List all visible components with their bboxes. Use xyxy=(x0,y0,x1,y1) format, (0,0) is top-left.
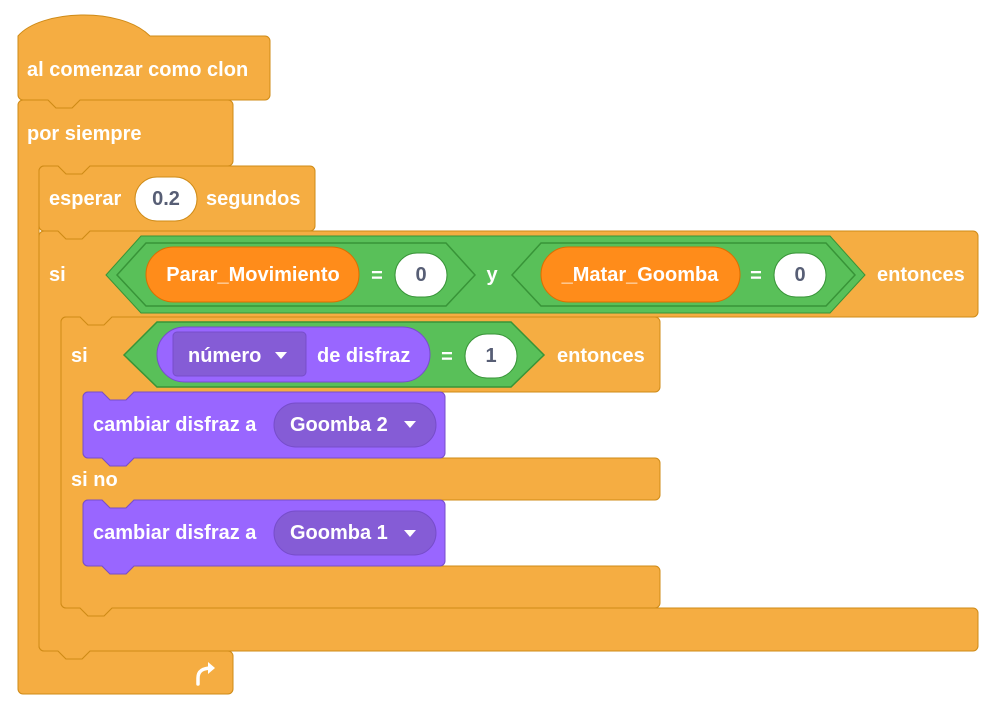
number-input-right[interactable] xyxy=(773,252,827,298)
costume-dropdown-then[interactable] xyxy=(273,402,437,448)
else-label: si no xyxy=(71,469,118,491)
inner-condition-value[interactable]: 1 xyxy=(485,345,497,367)
costume-dropdown-else[interactable] xyxy=(273,510,437,556)
right-condition-value[interactable]: 0 xyxy=(794,264,806,286)
wait-seconds-input[interactable] xyxy=(134,176,198,222)
costume-reporter-label: de disfraz xyxy=(317,345,411,367)
and-label: y xyxy=(486,264,498,286)
left-condition-value[interactable]: 0 xyxy=(415,264,427,286)
inner-then-label: entonces xyxy=(557,345,645,367)
switch-costume-label-else: cambiar disfraz a xyxy=(93,522,257,544)
inner-if-label: si xyxy=(71,345,88,367)
equals-sign-left: = xyxy=(371,265,383,287)
number-input-left[interactable] xyxy=(394,252,448,298)
chevron-down-icon xyxy=(404,421,416,428)
hat-label: al comenzar como clon xyxy=(27,59,249,81)
chevron-down-icon xyxy=(275,352,287,359)
wait-label-before: esperar xyxy=(49,188,122,210)
equals-sign-right: = xyxy=(750,265,762,287)
equals-sign-inner: = xyxy=(441,346,453,368)
clone-hat-block[interactable] xyxy=(17,14,271,109)
costume-property-dropdown[interactable] xyxy=(172,331,307,377)
forever-label: por siempre xyxy=(27,123,142,145)
switch-costume-label-then: cambiar disfraz a xyxy=(93,414,257,436)
outer-if-label: si xyxy=(49,264,66,286)
wait-label-after: segundos xyxy=(206,188,301,210)
variable-reporter-matar-goomba[interactable] xyxy=(540,246,741,303)
chevron-down-icon xyxy=(404,530,416,537)
costume-name-else[interactable]: Goomba 1 xyxy=(290,522,388,544)
variable-name-parar-movimiento: Parar_Movimiento xyxy=(166,264,340,286)
loop-arrow-icon xyxy=(196,662,215,686)
variable-reporter-parar-movimiento[interactable] xyxy=(145,246,360,303)
costume-property-label[interactable]: número xyxy=(188,345,262,367)
costume-name-then[interactable]: Goomba 2 xyxy=(290,414,388,436)
outer-then-label: entonces xyxy=(877,264,965,286)
wait-seconds-value[interactable]: 0.2 xyxy=(152,188,180,210)
number-input-inner[interactable] xyxy=(464,333,518,379)
variable-name-matar-goomba: _Matar_Goomba xyxy=(561,264,719,286)
